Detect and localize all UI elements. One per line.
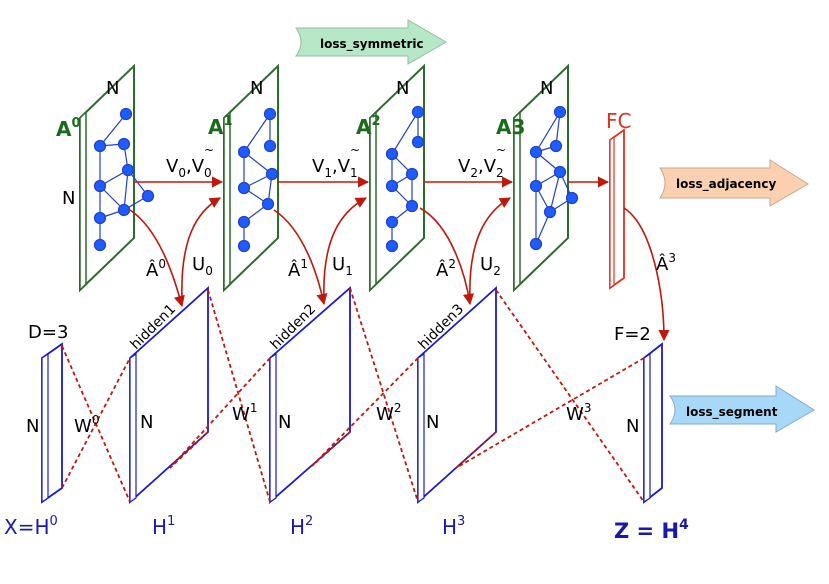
feature-panel-z	[643, 342, 663, 504]
loss-adjacency-label: loss_adjacency	[676, 177, 776, 192]
label-v2-mark: ~	[496, 143, 506, 157]
label-a1: A1	[208, 114, 233, 139]
dim-n-a0-top: N	[106, 78, 119, 99]
fc-layer	[609, 128, 625, 290]
label-u0: U0	[192, 254, 213, 278]
label-v0: V0,V0	[166, 156, 212, 180]
label-a3: A3	[496, 115, 525, 139]
graph-a1	[237, 107, 279, 253]
label-f2: F=2	[614, 324, 651, 345]
label-w2: W2	[376, 401, 401, 425]
label-w0: W0	[74, 413, 99, 437]
dim-n-z: N	[626, 416, 639, 437]
loss-symmetric-arrow: loss_symmetric	[295, 19, 447, 65]
label-v2: V2,V2	[458, 156, 504, 180]
label-d3: D=3	[28, 322, 68, 343]
label-ahat0: Â0	[146, 257, 166, 281]
dim-n-h3: N	[426, 412, 439, 433]
label-ahat1: Â1	[288, 257, 308, 281]
label-fc: FC	[606, 109, 631, 133]
adjacency-panel-a0	[79, 63, 135, 293]
dim-n-a0-side: N	[62, 188, 75, 209]
graph-a3	[529, 105, 579, 251]
label-v1-mark: ~	[350, 143, 360, 157]
dim-n-h2: N	[278, 412, 291, 433]
dim-n-a2-top: N	[396, 78, 409, 99]
loss-symmetric-label: loss_symmetric	[320, 37, 424, 52]
flow-arrows	[129, 176, 670, 342]
label-v1: V1,V1	[312, 156, 358, 180]
label-u1: U1	[332, 254, 353, 278]
weight-connections	[61, 287, 645, 503]
label-v0-mark: ~	[204, 143, 214, 157]
label-w3: W3	[566, 401, 591, 425]
label-h1: H1	[152, 514, 175, 539]
label-z-h4: Z = H4	[614, 517, 689, 543]
loss-adjacency-arrow: loss_adjacency	[659, 159, 809, 207]
dim-n-a3-top: N	[540, 78, 553, 99]
feature-panel-x	[41, 342, 63, 504]
label-ahat2: Â2	[436, 257, 456, 281]
label-a0: A0	[56, 116, 81, 141]
label-h2: H2	[290, 514, 313, 539]
label-x-h0: X=H0	[4, 514, 58, 539]
dim-n-x: N	[26, 416, 39, 437]
label-h3: H3	[442, 514, 465, 539]
graph-a0	[93, 107, 155, 252]
label-ahat3: Â3	[656, 251, 676, 275]
dim-n-h1: N	[140, 412, 153, 433]
loss-segment-label: loss_segment	[686, 405, 778, 420]
label-w1: W1	[232, 401, 257, 425]
label-u2: U2	[480, 254, 501, 278]
adjacency-panel-a2	[369, 63, 425, 293]
dim-n-a1-top: N	[250, 78, 263, 99]
graph-a2	[385, 105, 425, 253]
label-a2: A2	[356, 114, 381, 139]
loss-segment-arrow: loss_segment	[669, 385, 815, 433]
